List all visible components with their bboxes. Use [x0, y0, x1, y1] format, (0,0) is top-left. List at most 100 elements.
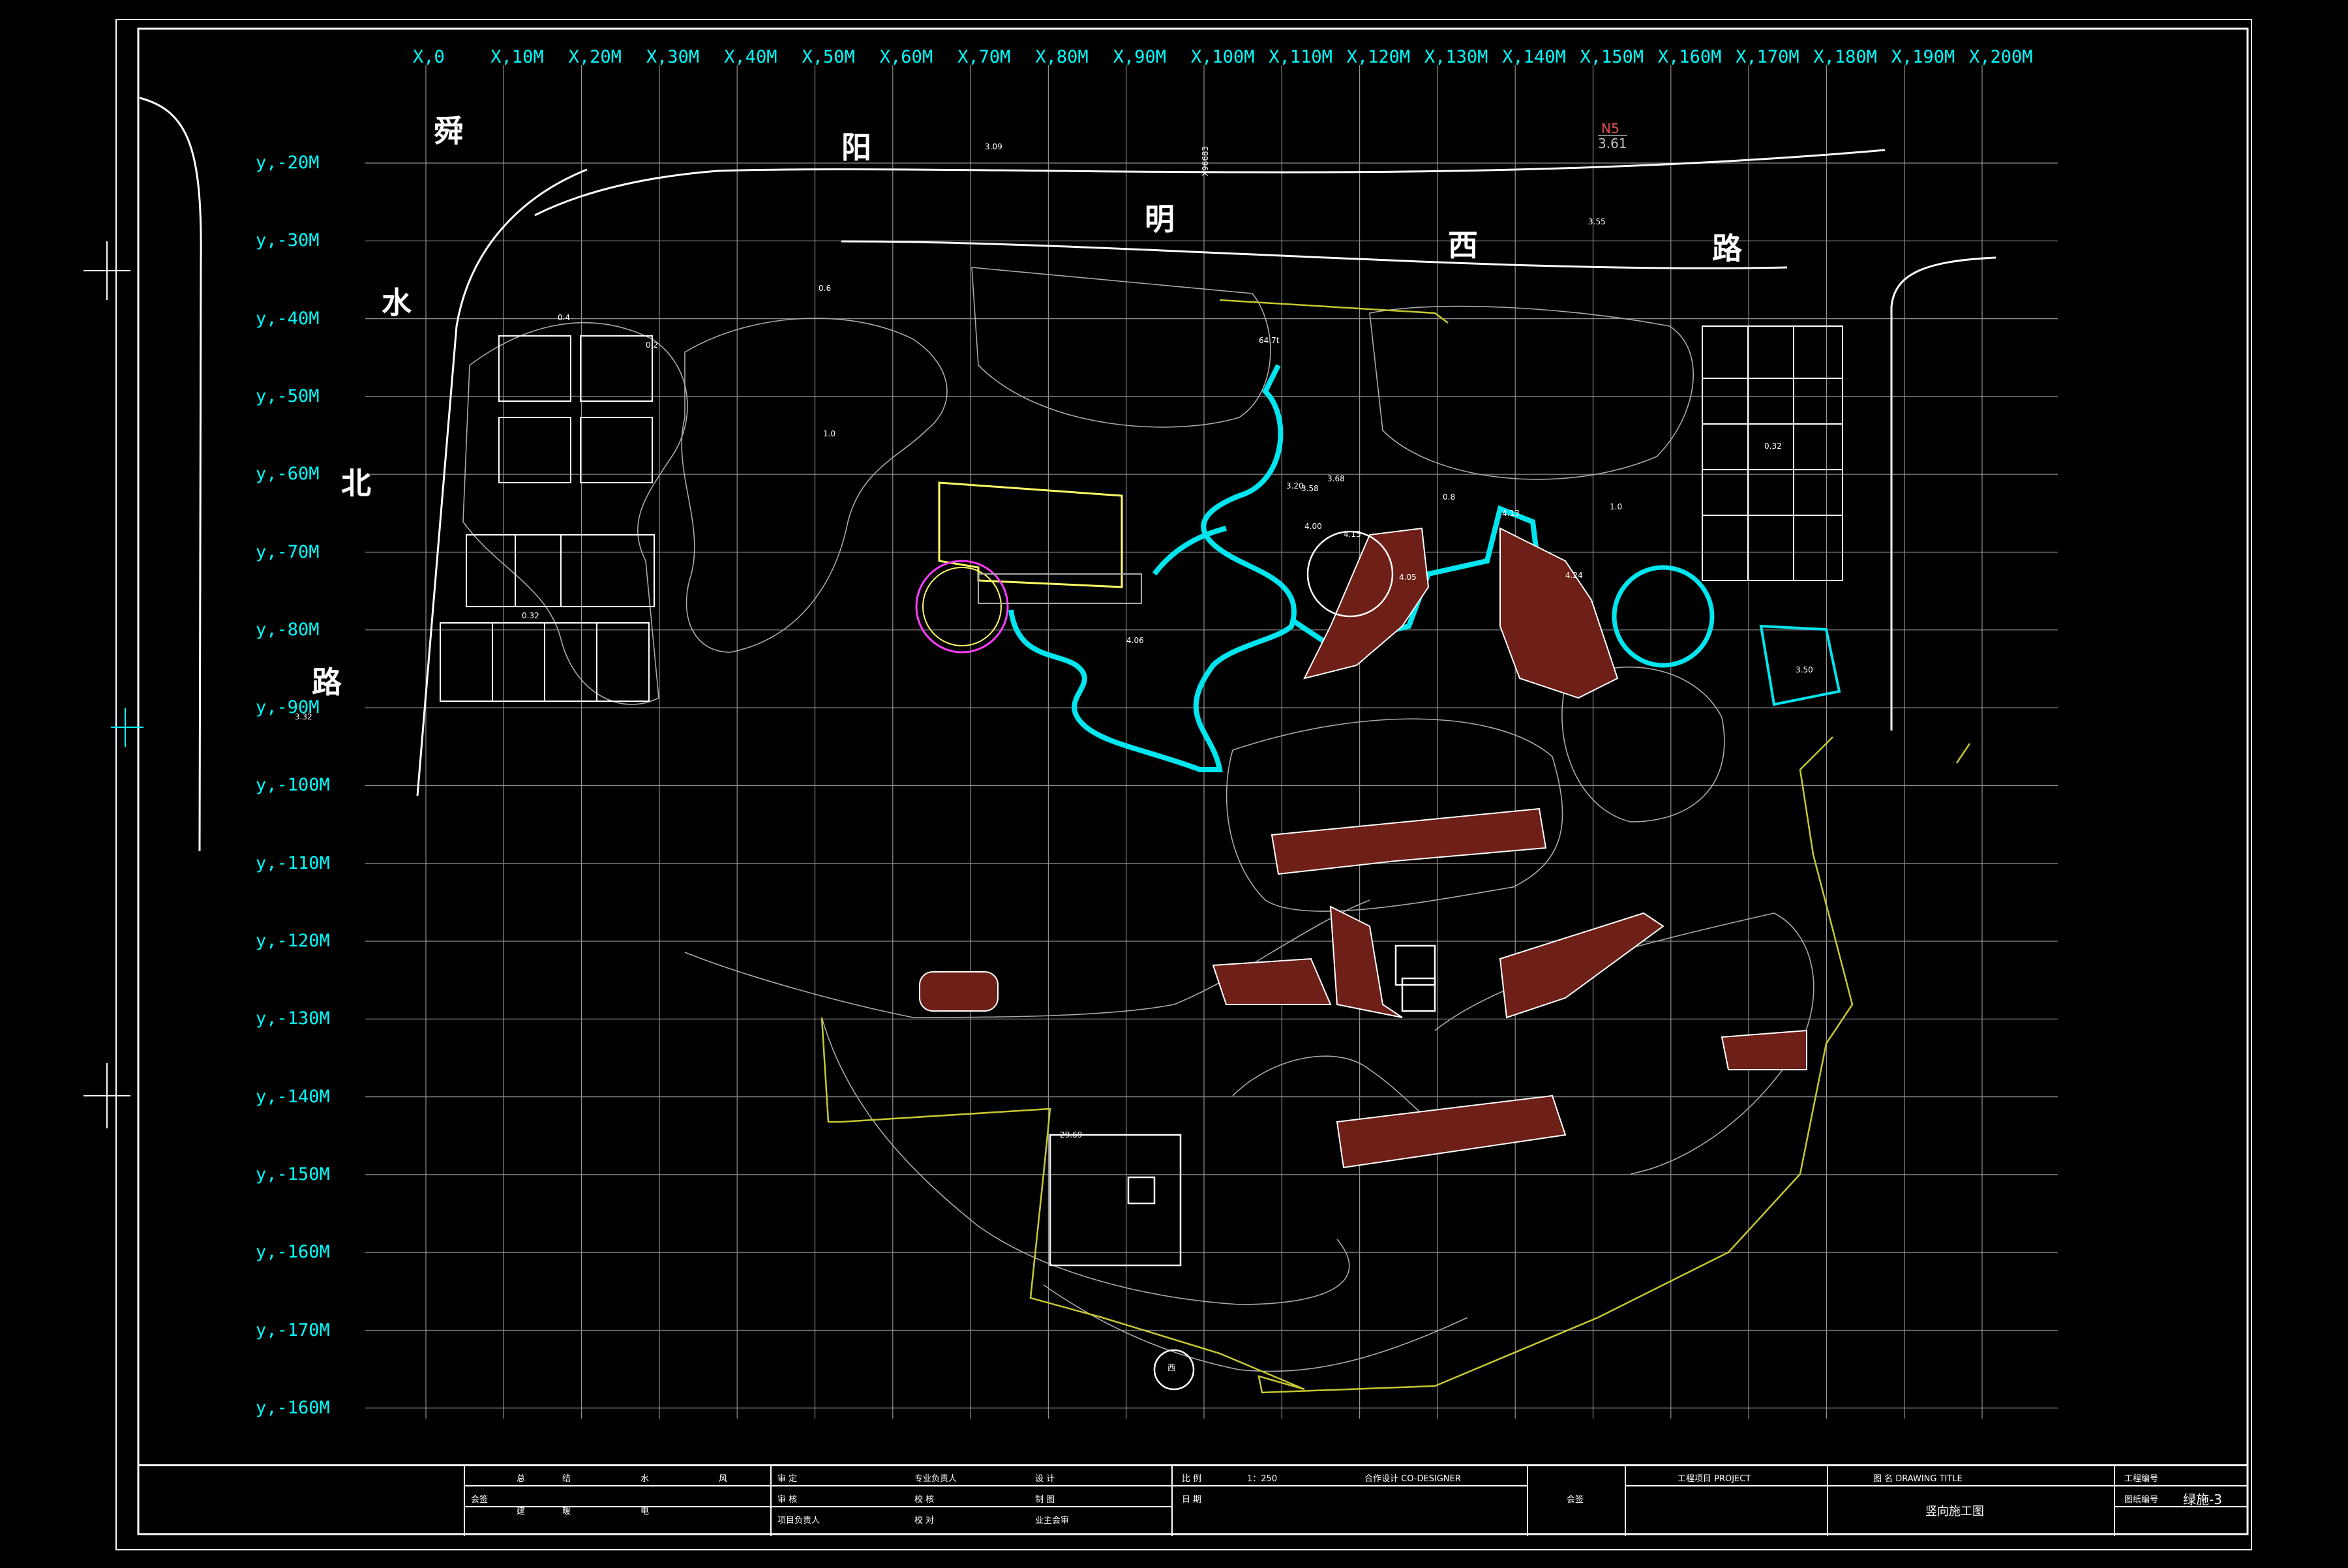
elevation-label: 4.06: [1126, 636, 1144, 645]
road-char-north-3: 西: [1448, 228, 1478, 263]
discipline-electrical: 电: [640, 1507, 650, 1516]
y-axis-label: y,-160M: [256, 1242, 330, 1263]
x-axis-label: X,80M: [1035, 47, 1089, 67]
road-code: X96683: [1201, 145, 1211, 177]
owner-review-label: 业主会审: [1035, 1516, 1070, 1526]
y-axis-label: y,-40M: [256, 308, 320, 329]
discipline-general: 总: [517, 1474, 526, 1484]
specialty-lead-label: 专业负责人: [914, 1474, 957, 1484]
contour-label: 1.0: [823, 429, 836, 438]
elevation-label: 3.58: [1301, 484, 1319, 493]
x-axis-label: X,170M: [1736, 47, 1799, 67]
x-axis-label: X,160M: [1657, 47, 1722, 67]
n5-value: 3.61: [1598, 135, 1627, 151]
audit-label: 审 定: [777, 1474, 798, 1484]
outer-frame: [115, 19, 2252, 1550]
cyan-mark: [111, 708, 143, 747]
round-mark: 西: [1167, 1363, 1176, 1372]
road-char-north-4: 路: [1712, 231, 1742, 266]
x-axis-label: X,0: [413, 47, 445, 67]
main-building: [915, 481, 1142, 654]
road-char-north-2: 明: [1145, 202, 1175, 237]
discipline-water: 水: [640, 1474, 650, 1484]
check-label: 校 核: [914, 1495, 935, 1505]
elevation-label: 3.20: [1286, 481, 1304, 490]
y-axis-label: y,-110M: [256, 852, 330, 873]
x-axis-label: X,100M: [1191, 47, 1255, 67]
elevation-label: 4.00: [1304, 522, 1322, 531]
elevation-label: 4.15: [1344, 530, 1361, 539]
x-axis-label: X,110M: [1269, 47, 1332, 67]
project-number-label: 工程编号: [2124, 1474, 2159, 1484]
elevation-label: 0.32: [1764, 442, 1782, 451]
proof-label: 校 对: [914, 1516, 935, 1526]
x-axis-label: X,140M: [1502, 47, 1566, 67]
x-axis-label: X,200M: [1969, 47, 2033, 67]
y-axis-label: y,-170M: [256, 1319, 330, 1340]
drawing-number-label: 图纸编号: [2124, 1495, 2159, 1505]
contour-label: 0.4: [558, 313, 571, 322]
title-block: 会签 总 结 水 风 建 暖 电 审 定 审 核 项目负责人 专业负责人 校 核…: [138, 1464, 2248, 1536]
y-axis-label: y,-70M: [256, 541, 320, 562]
sign-label: 会签: [471, 1495, 489, 1505]
elevation-label: 64.7t: [1259, 336, 1280, 345]
road-lines: [139, 97, 1996, 852]
road-char-north-1: 阳: [841, 130, 871, 165]
y-axis-label: y,-90M: [256, 697, 320, 718]
x-axis-label: X,120M: [1346, 47, 1411, 67]
sign-label-2: 会签: [1567, 1495, 1584, 1505]
discipline-hvac: 暖: [562, 1507, 571, 1516]
elevation-label: 3.09: [985, 142, 1002, 151]
contour-label: 0.2: [646, 340, 659, 350]
contour-label: 0.6: [819, 284, 832, 293]
contour-label: 1.0: [1610, 502, 1623, 511]
elevation-label: 29.69: [1060, 1130, 1083, 1139]
scale-label: 比 例: [1182, 1474, 1202, 1484]
x-axis-label: X,180M: [1813, 47, 1877, 67]
x-axis-label: X,60M: [879, 47, 933, 67]
title-block-lines: [464, 1466, 2248, 1536]
elevation-label: 3.55: [1588, 217, 1606, 226]
review-label: 审 核: [777, 1495, 798, 1505]
y-axis-label: y,-120M: [256, 931, 330, 951]
elevation-label: 4.13: [1502, 509, 1520, 518]
design-label: 设 计: [1035, 1474, 1055, 1484]
x-axis-label: X,70M: [957, 47, 1011, 67]
site-boundary: [820, 299, 1971, 1394]
road-char-west-2: 水: [382, 285, 412, 320]
road-char-west-4: 路: [312, 665, 342, 700]
x-axis-label: X,50M: [802, 47, 855, 67]
elevation-label: 3.68: [1327, 474, 1345, 483]
drawing-label: 制 图: [1035, 1495, 1055, 1505]
discipline-air: 风: [719, 1474, 728, 1484]
y-axis-label: y,-60M: [256, 464, 320, 485]
x-axis-label: X,30M: [646, 47, 700, 67]
x-axis-label: X,150M: [1580, 47, 1644, 67]
y-axis-label: y,-50M: [256, 385, 320, 406]
y-axis-label: y,-160M: [256, 1397, 330, 1418]
y-axis-label: y,-130M: [256, 1008, 330, 1029]
y-axis-label: y,-20M: [256, 153, 320, 173]
x-axis-label: X,190M: [1891, 47, 1955, 67]
discipline-architecture: 建: [517, 1507, 526, 1516]
elevation-label: 4.24: [1565, 571, 1583, 580]
right-parking-grid: [1702, 325, 1843, 581]
registration-marks: [83, 241, 130, 1128]
coordinate-grid: [365, 65, 2058, 1419]
n5-label: N5: [1601, 121, 1619, 136]
y-axis-label: y,-100M: [256, 775, 330, 796]
x-axis-label: X,20M: [568, 47, 622, 67]
date-label: 日 期: [1182, 1495, 1202, 1505]
y-axis-label: y,-140M: [256, 1086, 330, 1107]
drawing-title: 竖向施工图: [1925, 1505, 1984, 1518]
y-axis-label: y,-30M: [256, 230, 320, 251]
y-axis-label: y,-80M: [256, 619, 320, 640]
planting-areas: [462, 267, 1814, 1372]
elevation-label: 3.50: [1796, 665, 1813, 674]
x-axis-label: X,10M: [490, 47, 544, 67]
timber-decks: [919, 527, 1807, 1169]
elevation-label: 0.32: [522, 611, 539, 620]
elevation-label: 4.05: [1399, 573, 1417, 582]
